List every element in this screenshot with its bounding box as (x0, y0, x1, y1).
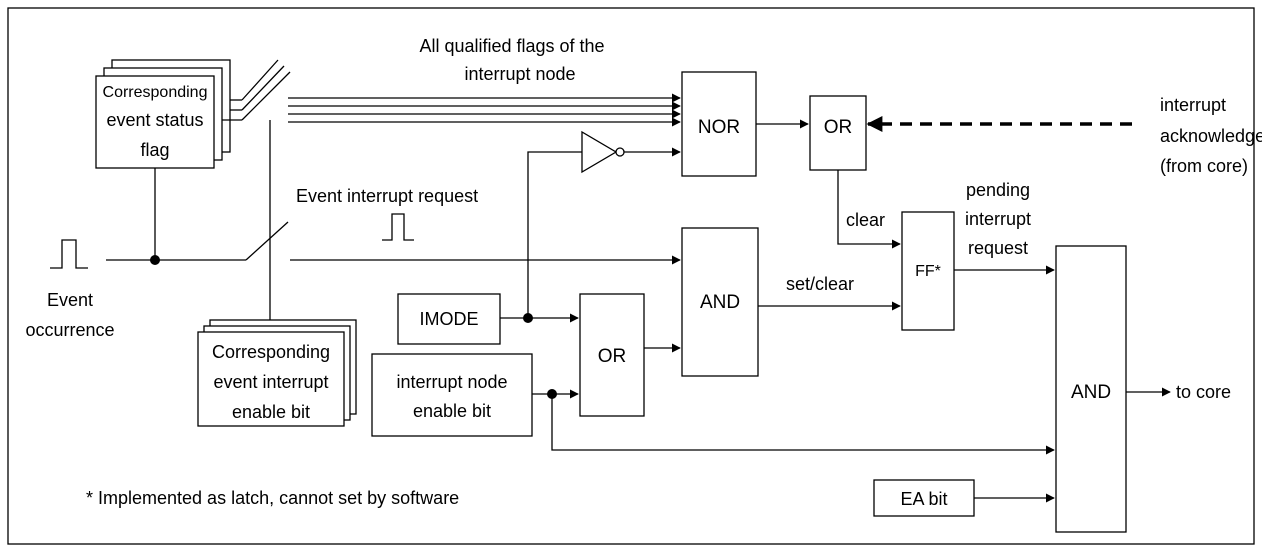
set-clear-label: set/clear (786, 274, 854, 294)
pending-label-1: pending (966, 180, 1030, 200)
or-mid-block (579, 293, 645, 417)
event-status-flag-stack: Corresponding event status flag (95, 59, 231, 169)
enable-bit-line-2: event interrupt (213, 372, 328, 392)
event-interrupt-enable-stack: Corresponding event interrupt enable bit (197, 319, 357, 427)
node-enable-line-1: interrupt node (396, 372, 507, 392)
ea-bit-label: EA bit (900, 489, 947, 509)
ff-label: FF* (915, 263, 941, 280)
pending-label-2: interrupt (965, 209, 1031, 229)
or-mid-label: OR (598, 346, 627, 367)
or-top-block (809, 95, 867, 171)
all-flags-label-2: interrupt node (464, 64, 575, 84)
and-out-block (1055, 245, 1127, 533)
status-flag-line-1: Corresponding (103, 84, 208, 101)
ack-label-2: acknowledge (1160, 126, 1262, 146)
and-mid-block (681, 227, 759, 377)
status-flag-line-3: flag (140, 140, 169, 160)
qualified-flags-bus (222, 59, 681, 127)
node-enable-block (371, 353, 533, 437)
request-pulse-icon (382, 213, 414, 241)
diagram-frame (7, 7, 1255, 545)
ack-label-1: interrupt (1160, 95, 1226, 115)
pending-label-3: request (968, 238, 1028, 258)
clear-label: clear (846, 210, 885, 230)
inverter-gate (581, 130, 618, 174)
status-flag-line-2: event status (106, 110, 203, 130)
imode-to-inverter (527, 151, 582, 318)
event-request-label: Event interrupt request (296, 186, 478, 206)
all-flags-label-1: All qualified flags of the (419, 36, 604, 56)
nor-label: NOR (698, 117, 740, 138)
enable-bit-line-1: Corresponding (212, 342, 330, 362)
event-enable-switch (245, 221, 289, 261)
and-out-label: AND (1071, 382, 1111, 403)
or-to-ff-clear (837, 170, 901, 249)
nor-block (681, 71, 757, 177)
node-enable-to-and-out (551, 394, 1055, 455)
event-junction-dot (150, 255, 160, 265)
ack-label-3: (from core) (1160, 156, 1248, 176)
ff-block (901, 211, 955, 331)
inverter-bubble (615, 147, 625, 157)
or-top-label: OR (824, 117, 853, 138)
imode-block (397, 293, 501, 345)
to-core-label: to core (1176, 382, 1231, 402)
imode-label: IMODE (419, 309, 478, 329)
event-label-1: Event (47, 290, 93, 310)
event-label-2: occurrence (25, 320, 114, 340)
and-mid-label: AND (700, 292, 740, 313)
node-enable-line-2: enable bit (413, 401, 491, 421)
footnote: * Implemented as latch, cannot set by so… (86, 488, 459, 508)
ea-bit-block (873, 479, 975, 517)
event-pulse-icon (50, 239, 88, 269)
enable-bit-line-3: enable bit (232, 402, 310, 422)
imode-junction-dot (523, 313, 533, 323)
